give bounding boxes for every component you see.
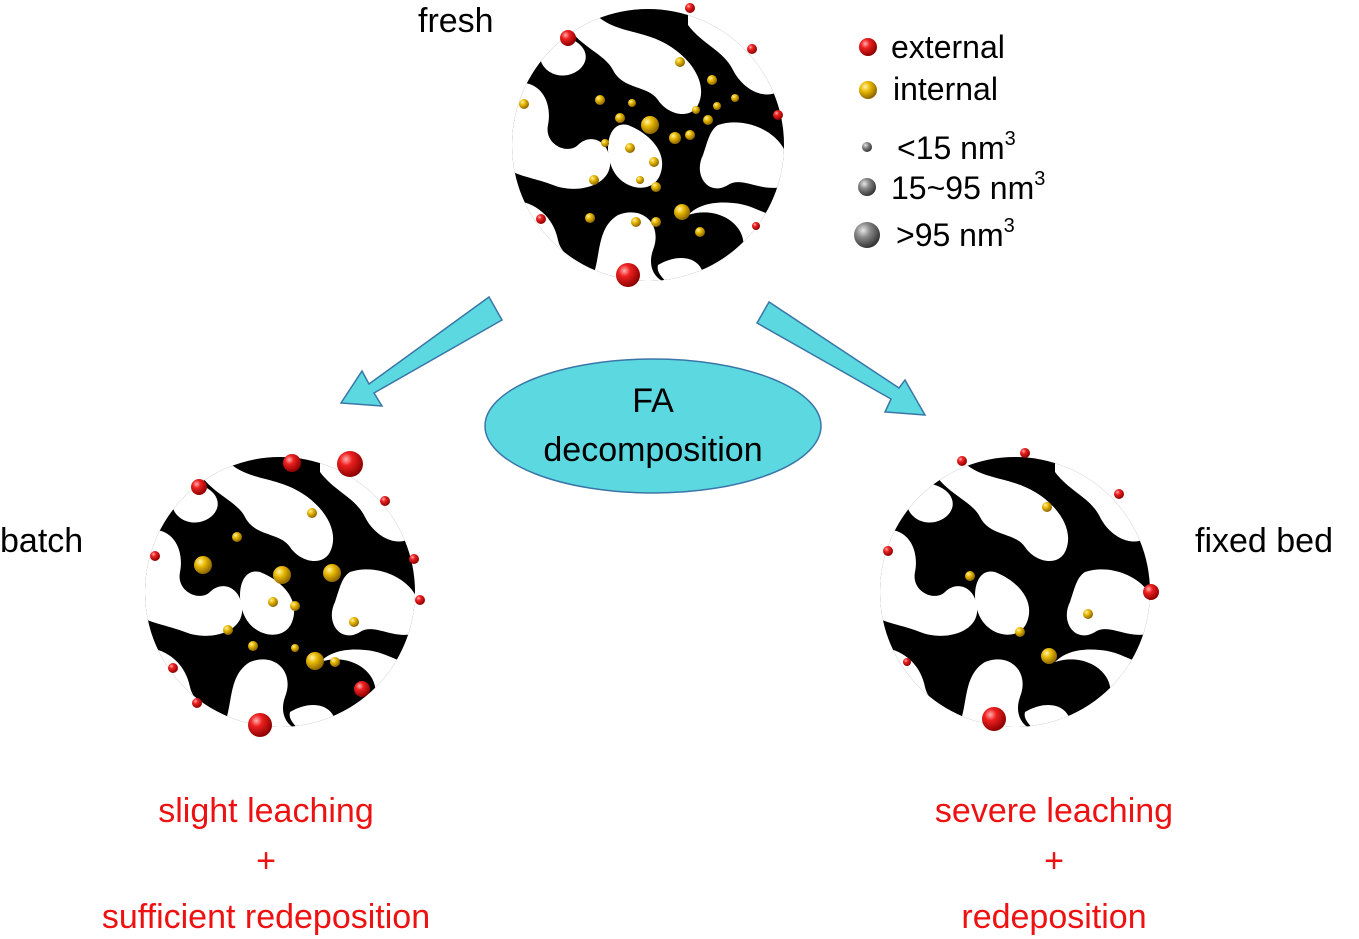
process-ellipse: FA decomposition bbox=[484, 358, 822, 494]
fixed-bed-external-particles bbox=[883, 448, 1159, 731]
batch-outcome: slight leaching + sufficient redepositio… bbox=[102, 792, 430, 936]
batch-label: batch bbox=[0, 522, 83, 560]
fresh-external-particles bbox=[536, 3, 783, 287]
fixed-bed-outcome: severe leaching + redeposition bbox=[935, 792, 1173, 936]
legend-external-marker bbox=[859, 38, 877, 56]
batch-outcome-line1: slight leaching bbox=[158, 792, 373, 830]
fixed-bed-outcome-line1: severe leaching bbox=[935, 792, 1173, 830]
legend-internal-marker bbox=[859, 81, 877, 99]
batch-sample bbox=[145, 451, 425, 737]
fresh-sample bbox=[512, 3, 784, 287]
batch-external-particles bbox=[150, 451, 425, 737]
legend-size-medium-marker bbox=[858, 178, 876, 196]
legend-size-small-label: <15 nm3 bbox=[897, 128, 1016, 166]
fixed-bed-internal-particles bbox=[965, 502, 1093, 664]
fixed-bed-outcome-line2: + bbox=[1044, 842, 1064, 880]
fresh-internal-particles bbox=[519, 57, 739, 237]
arrow-to-batch bbox=[339, 295, 504, 407]
legend-size-large-marker bbox=[854, 222, 880, 248]
fixed-bed-label: fixed bed bbox=[1195, 522, 1333, 560]
batch-internal-particles bbox=[194, 508, 359, 670]
fresh-label: fresh bbox=[418, 2, 494, 40]
fixed-bed-sample bbox=[880, 448, 1159, 731]
legend-size-medium-label: 15~95 nm3 bbox=[891, 168, 1045, 206]
legend-internal-label: internal bbox=[893, 71, 998, 107]
batch-outcome-line3: sufficient redeposition bbox=[102, 898, 430, 936]
legend-size-large-label: >95 nm3 bbox=[896, 215, 1015, 253]
fixed-bed-outcome-line3: redeposition bbox=[961, 898, 1146, 936]
process-line2: decomposition bbox=[543, 431, 762, 469]
arrow-to-fixed-bed bbox=[755, 300, 927, 416]
legend: external internal <15 nm3 15~95 nm3 >95 … bbox=[854, 29, 1045, 253]
batch-outcome-line2: + bbox=[256, 842, 276, 880]
process-line1: FA bbox=[632, 382, 674, 420]
legend-external-label: external bbox=[891, 29, 1005, 65]
legend-size-small-marker bbox=[862, 142, 872, 152]
